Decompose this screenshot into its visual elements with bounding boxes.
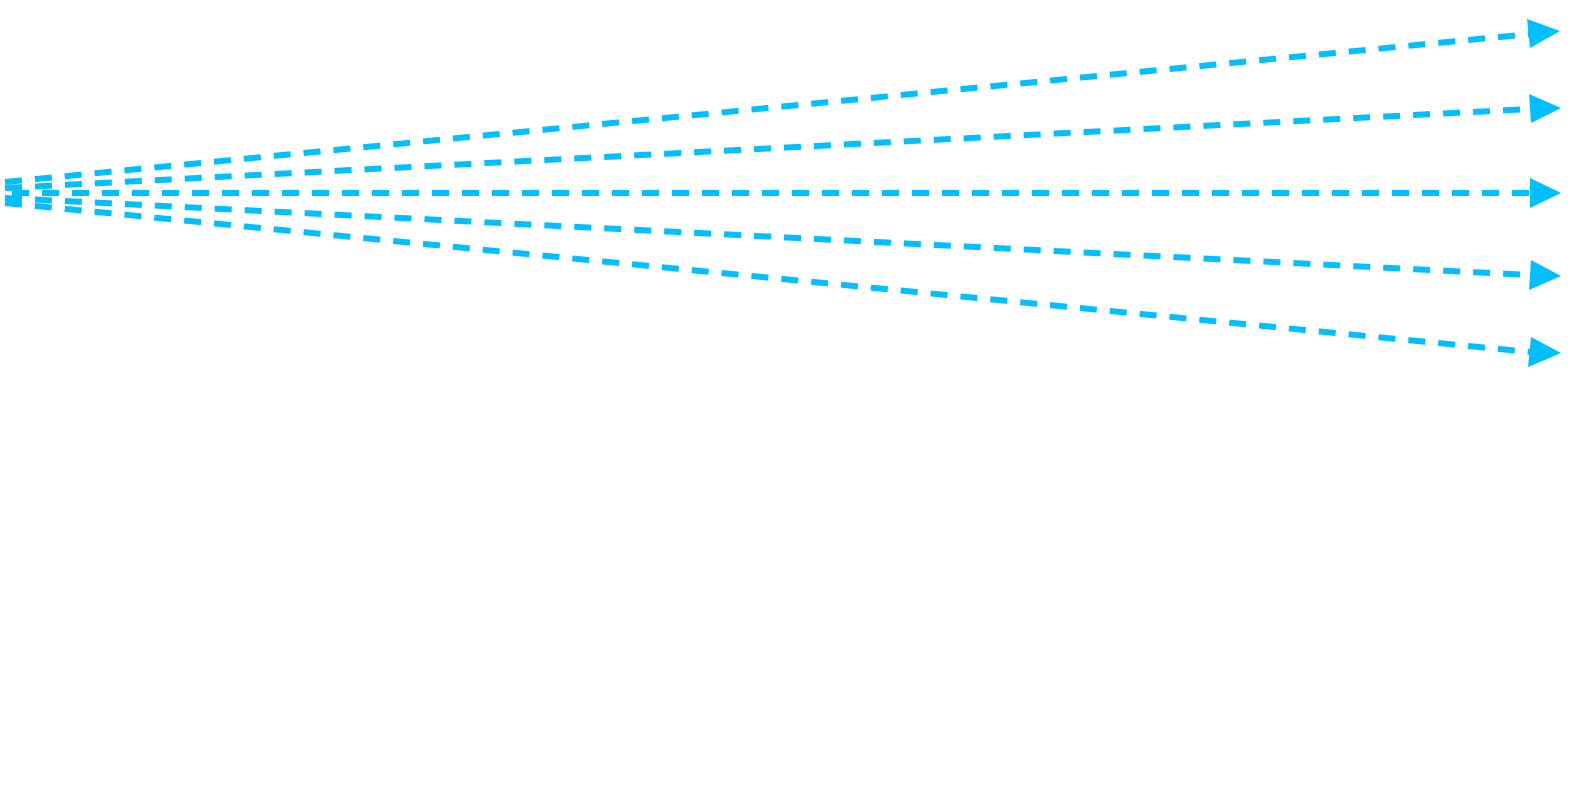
arrow-3 bbox=[12, 178, 1561, 208]
arrow-2 bbox=[4, 94, 1561, 191]
arrow-4-shaft bbox=[4, 195, 1531, 278]
arrow-5 bbox=[4, 200, 1561, 367]
arrow-4 bbox=[4, 195, 1561, 290]
arrow-5-shaft bbox=[4, 200, 1531, 355]
arrow-1-head bbox=[1527, 19, 1560, 48]
arrow-5-head bbox=[1528, 337, 1561, 367]
arrow-1 bbox=[4, 19, 1560, 185]
arrow-4-head bbox=[1529, 260, 1561, 290]
arrow-3-head bbox=[1530, 178, 1561, 208]
arrow-2-head bbox=[1529, 94, 1561, 123]
arrow-1-shaft bbox=[4, 31, 1531, 185]
arrow-2-shaft bbox=[4, 106, 1531, 191]
